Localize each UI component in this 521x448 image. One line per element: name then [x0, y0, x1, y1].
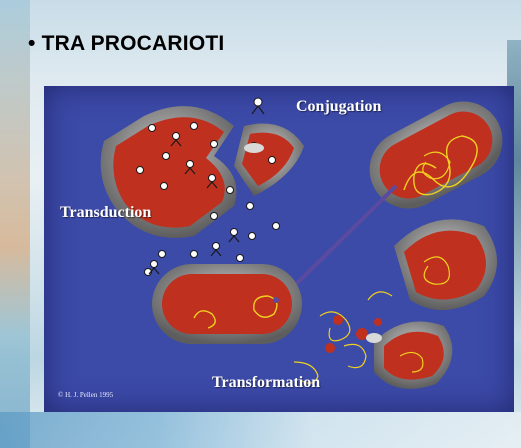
- conjugation-pilus: [282, 186, 396, 298]
- cell-debris: [244, 143, 264, 153]
- recipient-cell: [152, 264, 302, 344]
- slide-background-left: [0, 0, 30, 448]
- figure-copyright: © H. J. Pellen 1995: [58, 391, 113, 399]
- gene-transfer-diagram: [44, 86, 514, 412]
- transformation-cells: [374, 219, 497, 389]
- label-conjugation: Conjugation: [296, 98, 381, 116]
- gene-transfer-figure: Conjugation Transduction Transformation …: [44, 86, 514, 412]
- slide-title: • TRA PROCARIOTI: [28, 32, 224, 56]
- label-transduction: Transduction: [60, 204, 151, 222]
- label-transformation: Transformation: [212, 374, 320, 392]
- cell-debris-small: [366, 333, 382, 343]
- slide-title-text: TRA PROCARIOTI: [42, 32, 225, 55]
- slide-background-bottom: [0, 412, 521, 448]
- bullet: •: [28, 32, 36, 55]
